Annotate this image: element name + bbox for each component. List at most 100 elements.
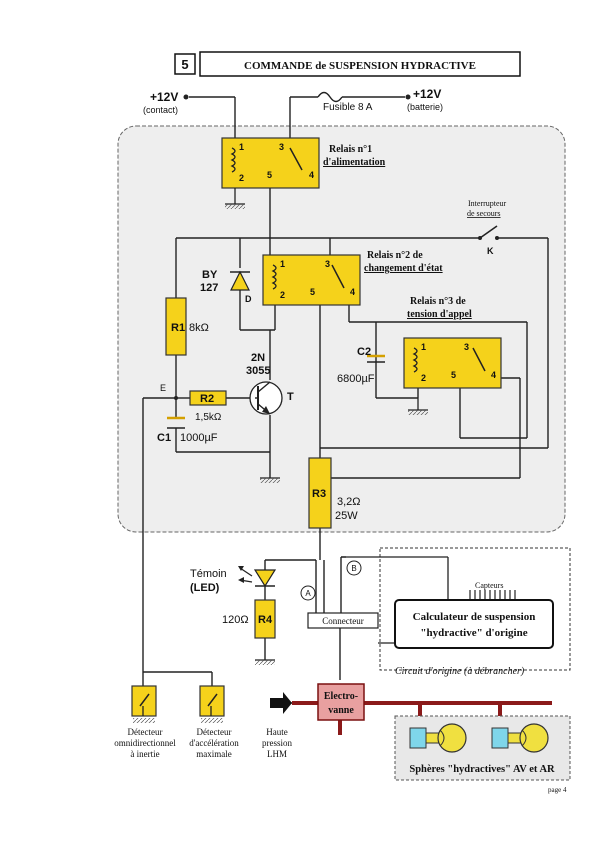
- battery-voltage: +12V: [413, 87, 441, 101]
- supply-wires: [189, 91, 405, 140]
- relay-3-pin-5: 5: [451, 370, 456, 380]
- resistor-r4: [254, 599, 276, 639]
- relay-1-pin-1: 1: [239, 142, 244, 152]
- pressure-line1: Haute: [266, 727, 288, 737]
- relay-3-pin-4: 4: [491, 370, 496, 380]
- detector-1-line3: à inertie: [130, 749, 159, 759]
- diode-letter: D: [245, 294, 252, 304]
- pressure-arrow-icon: [270, 692, 292, 714]
- switch-k[interactable]: [478, 225, 499, 240]
- r2-ref: R2: [200, 393, 214, 405]
- r3-ref: R3: [312, 488, 326, 500]
- page-number-box-text: 5: [181, 57, 188, 72]
- node-e-label: E: [160, 383, 166, 393]
- relay-1-pin-4: 4: [309, 170, 314, 180]
- relay-2: 1 2 3 5 4: [262, 254, 361, 306]
- diode-ref-line1: BY: [202, 269, 218, 281]
- contact-label: (contact): [143, 105, 178, 115]
- title-box: [199, 51, 521, 77]
- resistor-r2: [189, 390, 227, 406]
- r3-value-line1: 3,2Ω: [337, 496, 361, 508]
- calculator-box: [394, 599, 554, 649]
- detector-1-line2: omnidirectionnel: [114, 738, 176, 748]
- connector: [307, 612, 379, 629]
- c2-ref: C2: [357, 346, 371, 358]
- relay-1-pin-2: 2: [239, 173, 244, 183]
- contact-terminal: [183, 94, 189, 100]
- relay-3-pin-3: 3: [464, 342, 469, 352]
- ground-hatch-1: [225, 204, 245, 209]
- calculator-line1: Calculateur de suspension: [413, 611, 536, 623]
- relay-3: 1 2 3 5 4: [403, 337, 502, 389]
- header: 5 COMMANDE de SUSPENSION HYDRACTIVE: [174, 51, 521, 77]
- spheres-label: Sphères "hydractives" AV et AR: [409, 764, 555, 775]
- relay-1-title: Relais n°1: [329, 144, 372, 155]
- relay-3-pin-2: 2: [421, 373, 426, 383]
- capacitor-c2: [367, 354, 385, 363]
- sphere-front: [409, 723, 467, 753]
- module-panel: [117, 125, 566, 533]
- module-wires: [175, 188, 549, 560]
- transistor-ref-line2: 3055: [246, 365, 270, 377]
- relay-2-pin-5: 5: [310, 287, 315, 297]
- pressure-line2: pression: [262, 738, 292, 748]
- detector-1-line1: Détecteur: [128, 727, 163, 737]
- calculator-line2: "hydractive" d'origine: [420, 627, 527, 639]
- relay-1-subtitle: d'alimentation: [323, 157, 386, 168]
- detector-acceleration: [199, 685, 225, 717]
- r1-ref: R1: [171, 322, 185, 334]
- marker-a-text: A: [305, 589, 311, 598]
- electrovanne-line1: Electro-: [324, 691, 358, 702]
- ground-hatch-3: [408, 410, 428, 415]
- connector-label: Connecteur: [322, 616, 363, 626]
- ground-hatch-d2: [201, 718, 223, 723]
- transistor-letter: T: [287, 391, 294, 403]
- electrovanne: [317, 683, 365, 721]
- fuse-label: Fusible 8 A: [323, 102, 373, 113]
- sphere-rear: [491, 723, 549, 753]
- c2-value: 6800µF: [337, 373, 375, 385]
- detector-2-line2: d'accélération: [189, 738, 239, 748]
- battery-label: (batterie): [407, 102, 443, 112]
- detector-inertia: [131, 685, 157, 717]
- detector-2-line3: maximale: [196, 749, 232, 759]
- electrovanne-line2: vanne: [328, 705, 354, 716]
- relay-3-pin-1: 1: [421, 342, 426, 352]
- relay-1-pin-5: 5: [267, 170, 272, 180]
- switch-letter: K: [487, 246, 494, 256]
- detector-2-line1: Détecteur: [197, 727, 232, 737]
- sensors-label: Capteurs: [475, 581, 503, 590]
- sensor-pins: [469, 590, 516, 600]
- contact-voltage: +12V: [150, 90, 178, 104]
- led-temoin: [238, 566, 277, 588]
- relay-2-subtitle: changement d'état: [364, 263, 443, 274]
- transistor-ref-line1: 2N: [251, 352, 265, 364]
- resistor-r3: [308, 457, 332, 529]
- r4-value: 120Ω: [222, 614, 249, 626]
- ground-hatch-d1: [133, 718, 155, 723]
- relay-2-pin-2: 2: [280, 290, 285, 300]
- footer-page-label: page 4: [548, 786, 567, 794]
- relay-1: 1 2 3 5 4: [221, 137, 320, 189]
- c1-value: 1000µF: [180, 432, 218, 444]
- marker-b: [346, 560, 362, 576]
- r3-value-line2: 25W: [335, 510, 358, 522]
- relay-3-subtitle: tension d'appel: [407, 309, 472, 320]
- diode-ref-line2: 127: [200, 282, 218, 294]
- original-circuit-wires: [341, 556, 449, 644]
- marker-b-text: B: [351, 564, 356, 573]
- relay-2-pin-1: 1: [280, 259, 285, 269]
- transistor-t: [249, 381, 283, 415]
- page-title: COMMANDE de SUSPENSION HYDRACTIVE: [244, 60, 476, 72]
- relay-2-pin-3: 3: [325, 259, 330, 269]
- page-number-box: [174, 53, 196, 75]
- led-label-line1: Témoin: [190, 568, 227, 580]
- ground-hatch-t: [260, 478, 280, 483]
- r2-value: 1,5kΩ: [195, 412, 222, 423]
- c1-ref: C1: [157, 432, 171, 444]
- ground-hatch-r4: [255, 660, 275, 665]
- relay-2-pin-4: 4: [350, 287, 355, 297]
- switch-label-line1: Interrupteur: [468, 199, 507, 208]
- relay-2-title: Relais n°2 de: [367, 250, 423, 261]
